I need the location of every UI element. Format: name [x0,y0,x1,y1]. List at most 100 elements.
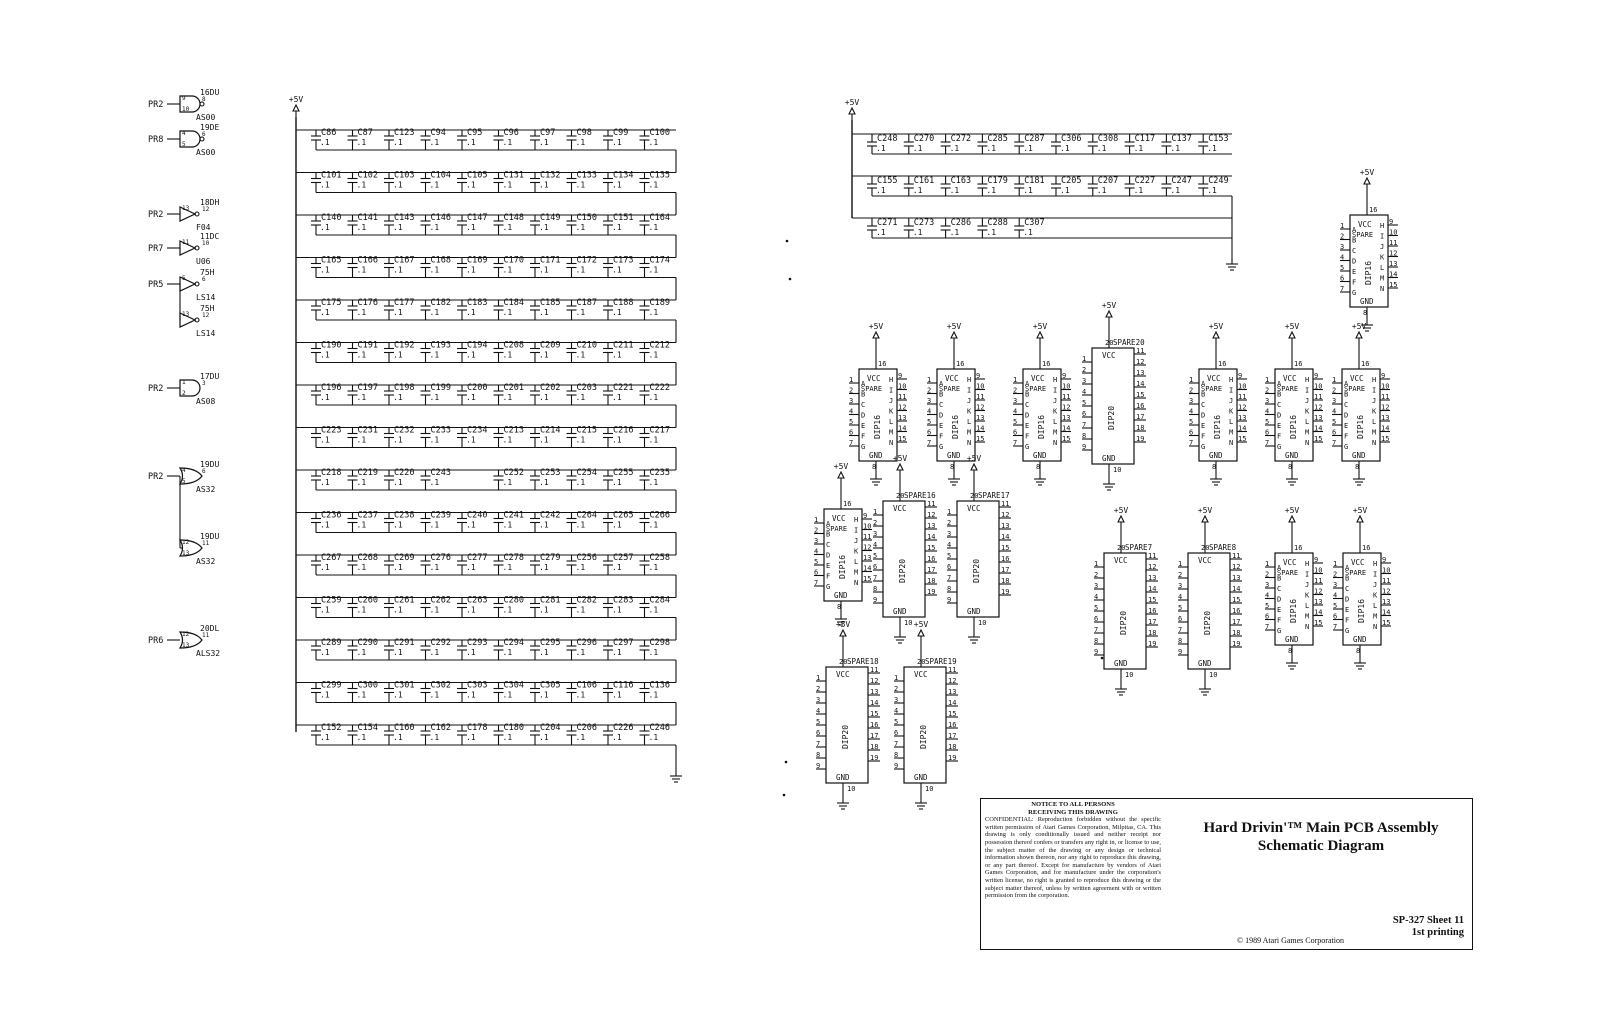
ground-symbol [1361,319,1373,332]
gnd-label: GND [1285,635,1299,644]
cap-ref: C226 [613,723,633,733]
pin-number: 15 [1314,435,1322,443]
pin-letter: E [1201,422,1205,430]
pin-number: 16 [870,721,878,729]
pin-number: 2 [894,685,898,693]
part-type: LS14 [196,293,215,302]
cap-ref: C221 [613,383,633,393]
cap-ref: C106 [577,681,597,691]
cap-value: .1 [612,223,622,232]
capacitor: C178.1 [457,723,487,745]
pin-number: 8 [837,603,841,611]
cap-value: .1 [1023,228,1033,237]
capacitor: C208.1 [493,341,524,363]
cap-ref: C272 [951,134,971,144]
cap-value: .1 [430,563,440,572]
cap-ref: C204 [540,723,560,733]
pin-letter: N [1305,623,1309,631]
cap-value: .1 [320,478,330,487]
pin-letter: A [1277,564,1282,572]
cap-ref: C178 [467,723,487,733]
capacitor: C298.1 [639,638,670,660]
cap-value: .1 [393,606,403,615]
ic-body [1022,368,1062,462]
pin-letter: L [1372,418,1376,426]
vcc-label: VCC [1114,556,1128,565]
cap-value: .1 [393,181,403,190]
pin-letter: N [889,439,893,447]
pin-letter: C [1345,585,1349,593]
cap-ref: C258 [650,553,670,563]
notice-heading-2: RECEIVING THIS DRAWING [1028,808,1118,816]
gnd-label: GND [869,451,883,460]
supply-symbol: +5V [1102,301,1116,323]
pin-number: 7 [873,574,877,582]
pin-number: 10 [863,523,871,531]
cap-value: .1 [539,648,549,657]
pin-letter: F [1277,617,1281,625]
supply-arrow [839,628,847,637]
cap-ref: C215 [577,426,597,436]
cap-value: .1 [986,144,996,153]
pin-letter: C [826,541,830,549]
cap-value: .1 [1023,186,1033,195]
cap-ref: C298 [650,638,670,648]
pin-letter: A [1345,564,1350,572]
pin-letter: D [1344,412,1348,420]
cap-value: .1 [503,138,513,147]
pin-letter: M [889,429,893,437]
pin-letter: B [1277,575,1281,583]
pin-number: 14 [1314,425,1322,433]
pin-number: 16 [1294,544,1302,552]
cap-ref: C97 [540,128,555,138]
vcc-label: VCC [1102,351,1116,360]
capacitor: C297.1 [603,638,633,660]
cap-value: .1 [357,733,367,742]
pin-letter: N [967,439,971,447]
capacitor: C270.1 [903,134,934,154]
pin-number: 11 [1001,500,1009,508]
cap-ref: C98 [577,128,592,138]
pin-number: 11 [202,632,210,639]
cap-ref: C234 [467,426,487,436]
cap-ref: C155 [877,176,897,186]
pin-number: 13 [948,688,956,696]
pin-letter: H [854,516,858,524]
pin-number: 11 [1381,393,1389,401]
cap-value: .1 [393,351,403,360]
cap-ref: C132 [540,171,560,181]
pin-number: 15 [863,575,871,583]
cap-value: .1 [503,266,513,275]
pin-number: 16 [927,555,935,563]
pin-number: 18 [1136,424,1144,432]
cap-value: .1 [466,266,476,275]
cap-value: .1 [503,733,513,742]
pin-number: 1 [894,674,898,682]
capacitor: C287.1 [1014,134,1045,154]
supply-label: +5V [914,620,929,629]
pin-number: 14 [1381,425,1389,433]
pin-number: 4 [182,467,186,474]
supply-arrow [1355,330,1363,339]
cap-value: .1 [1207,186,1217,195]
spare-label: SPARE17 [978,491,1010,500]
pin-number: 7 [814,579,818,587]
pin-number: 3 [873,530,877,538]
pin-number: 15 [1238,435,1246,443]
pin-number: 5 [182,275,186,282]
cap-ref: C287 [1024,134,1044,144]
pin-number: 18 [1232,629,1240,637]
gnd-label: GND [1198,659,1212,668]
pin-letter: M [1229,429,1233,437]
pin-number: 6 [1082,410,1086,418]
ic-type-label: DIP20 [898,559,907,583]
pin-letter: N [854,579,858,587]
pin-number: 13 [1062,414,1070,422]
cap-value: .1 [612,436,622,445]
capacitor: C160.1 [384,723,414,745]
